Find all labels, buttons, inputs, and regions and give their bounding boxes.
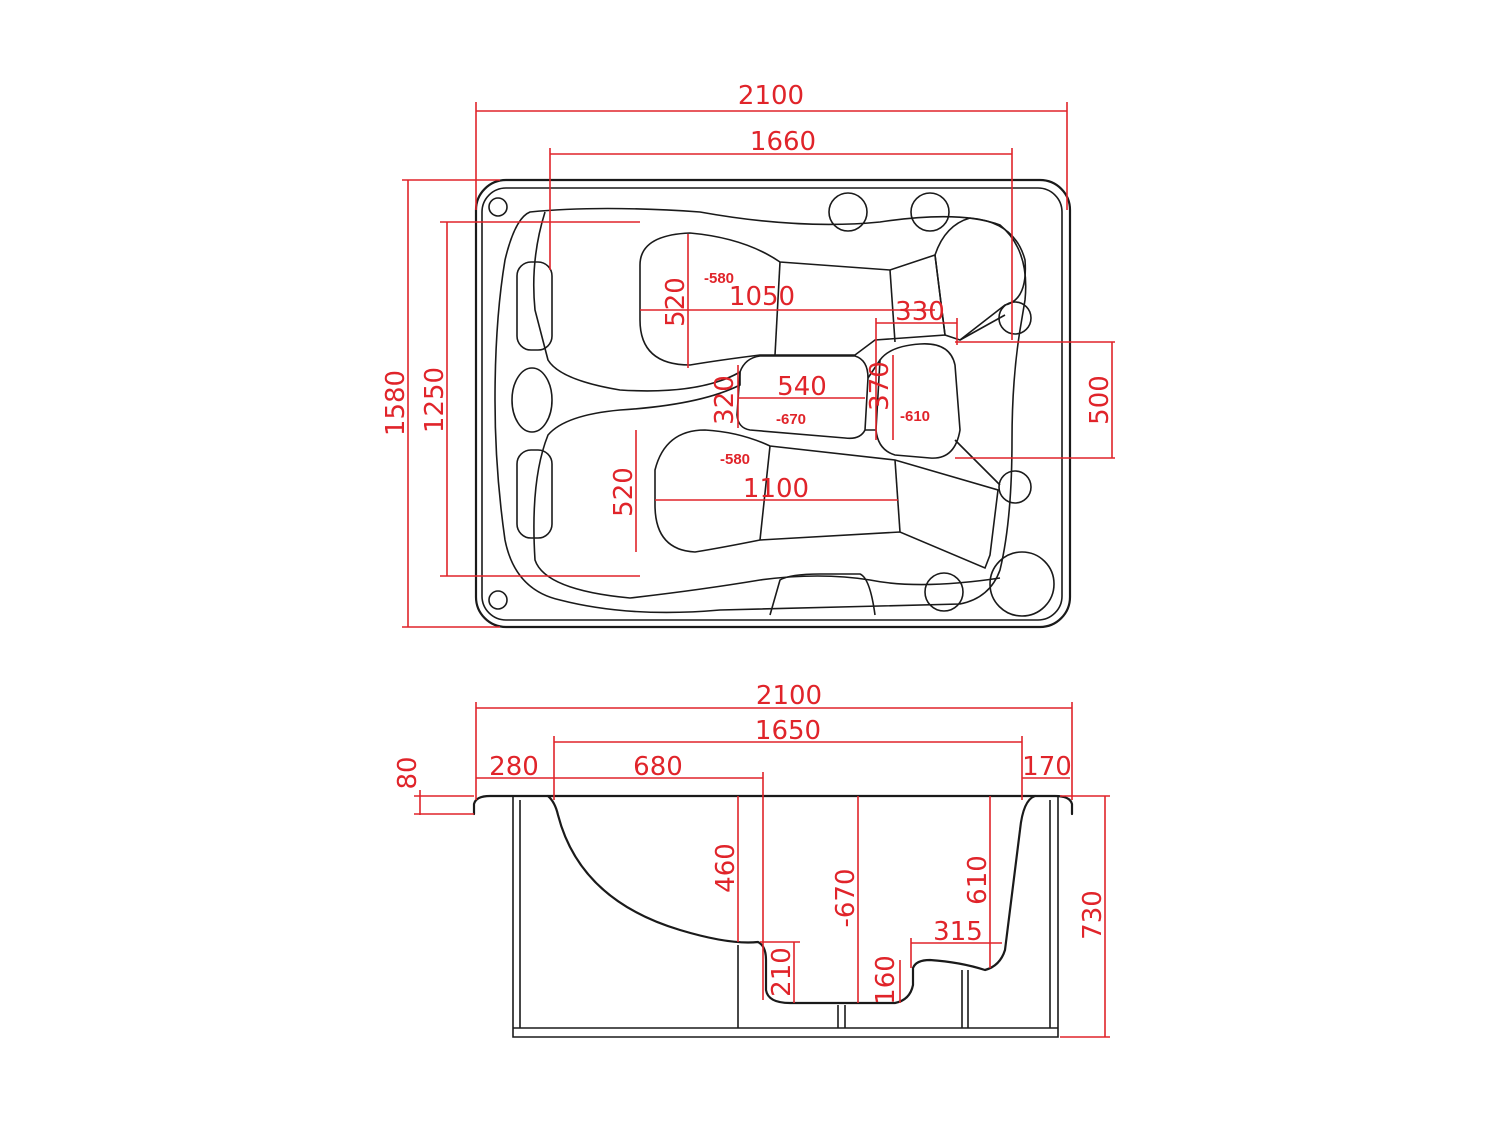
side-frame-outline (512, 796, 1059, 1038)
dim-side-step-width-label: 315 (933, 917, 983, 947)
seat-1-outline (639, 232, 946, 366)
dim-top-overall-length: 1580 (381, 179, 500, 628)
pillow-left-top (516, 261, 553, 351)
dim-side-seat-height: 460 (711, 796, 741, 942)
outer-shell-outline (474, 178, 1072, 629)
seat-connector-lines (865, 314, 1006, 486)
dim-side-step-height-label: 160 (871, 955, 901, 1005)
dim-top-overall-width: 2100 (475, 81, 1068, 210)
dim-corner-seat-span-label: 500 (1085, 375, 1115, 425)
dim-side-overall-width: 2100 (475, 681, 1073, 800)
top-view: 2100 1660 1580 1250 520 (381, 81, 1115, 629)
footwell-outline (533, 211, 1001, 599)
dim-side-left-rim: 280 (476, 752, 554, 782)
seat-1-divider-a (774, 261, 781, 356)
dim-side-rim-height: 80 (393, 756, 474, 815)
dim-center-seat-width-label: 320 (710, 375, 740, 425)
jet-top-1 (828, 192, 868, 232)
dim-side-step-width: 315 (910, 917, 1002, 968)
dim-side-depth-label: -670 (831, 868, 861, 927)
corner-hole-bottom-left (488, 590, 508, 610)
dim-seat-1-width: 520 (661, 234, 691, 368)
dim-side-overall-height: 730 (1060, 795, 1110, 1038)
jet-right-lower (998, 470, 1032, 504)
dim-seat-2-length-label: 1100 (743, 474, 809, 504)
depth-seat-1-label: -580 (704, 270, 734, 287)
side-rim-outline (472, 794, 1074, 816)
dim-seat-2-width-label: 520 (609, 467, 639, 517)
corner-seat-outline (875, 343, 961, 459)
dim-top-inner-length: 1250 (420, 221, 640, 577)
dim-side-left-rim-label: 280 (489, 752, 539, 782)
pillow-left-middle (511, 367, 553, 433)
dim-side-right-seat-height-label: 610 (963, 855, 993, 905)
dim-top-inner-width: 1660 (549, 127, 1013, 340)
dim-seat-1-width-label: 520 (661, 277, 691, 327)
dim-side-overall-width-label: 2100 (756, 681, 822, 711)
dim-corner-seat-width: 370 (865, 355, 895, 440)
corner-hole-top-left (488, 197, 508, 217)
jet-bottom (924, 572, 964, 612)
dim-side-overall-height-label: 730 (1078, 890, 1108, 940)
dim-side-rim-height-label: 80 (393, 756, 423, 789)
side-view: 2100 1650 280 680 170 80 46 (393, 681, 1110, 1038)
jet-bottom-right (989, 551, 1055, 617)
dim-seat-1-length: 1050 (640, 282, 935, 312)
jet-top-2 (910, 192, 950, 232)
dim-center-seat-length-label: 540 (777, 372, 827, 402)
dim-seat-1-length-label: 1050 (729, 282, 795, 312)
dim-side-right-seat-height: 610 (963, 796, 993, 968)
dim-side-footwell-step-label: 210 (767, 947, 797, 997)
entry-step-outline (769, 573, 876, 616)
jet-right-upper (998, 301, 1032, 335)
pillow-left-bottom (516, 449, 553, 539)
dim-top-inner-length-label: 1250 (420, 367, 450, 433)
dim-center-seat-length: 540 (738, 372, 865, 402)
depth-corner-seat-label: -610 (900, 408, 930, 425)
inner-rim-outline (481, 187, 1063, 621)
dim-side-inner-width-label: 1650 (755, 716, 821, 746)
seat-1-divider-b (889, 269, 896, 343)
dim-footwell-width: 330 (875, 297, 958, 440)
depth-center-seat-label: -670 (776, 411, 806, 428)
dim-side-left-seat: 680 (554, 752, 764, 1000)
dim-side-footwell-step: 210 (760, 941, 800, 1003)
seat-2-divider-b (894, 459, 901, 533)
dim-side-right-rim: 170 (1022, 752, 1072, 782)
dim-side-right-rim-label: 170 (1022, 752, 1072, 782)
dim-side-depth: -670 (831, 796, 861, 1003)
dim-footwell-width-label: 330 (895, 297, 945, 327)
dim-side-inner-width: 1650 (553, 716, 1023, 800)
dim-seat-2-length: 1100 (655, 474, 898, 504)
seat-2-outline (654, 429, 999, 570)
seat-2-divider-a (759, 445, 771, 541)
dim-corner-seat-span: 500 (955, 341, 1115, 459)
dim-top-inner-width-label: 1660 (750, 127, 816, 157)
dim-side-left-seat-label: 680 (633, 752, 683, 782)
dim-side-seat-height-label: 460 (711, 843, 741, 893)
dim-top-overall-length-label: 1580 (381, 370, 411, 436)
dim-side-step-height: 160 (871, 955, 901, 1005)
dim-center-seat-width: 320 (710, 365, 740, 428)
dim-top-overall-width-label: 2100 (738, 81, 804, 111)
side-basin-profile (546, 794, 1037, 1005)
seat-corner-top-right (934, 217, 1027, 341)
depth-seat-2-label: -580 (720, 451, 750, 468)
dim-seat-2-width: 520 (609, 430, 639, 552)
dim-corner-seat-width-label: 370 (865, 361, 895, 411)
